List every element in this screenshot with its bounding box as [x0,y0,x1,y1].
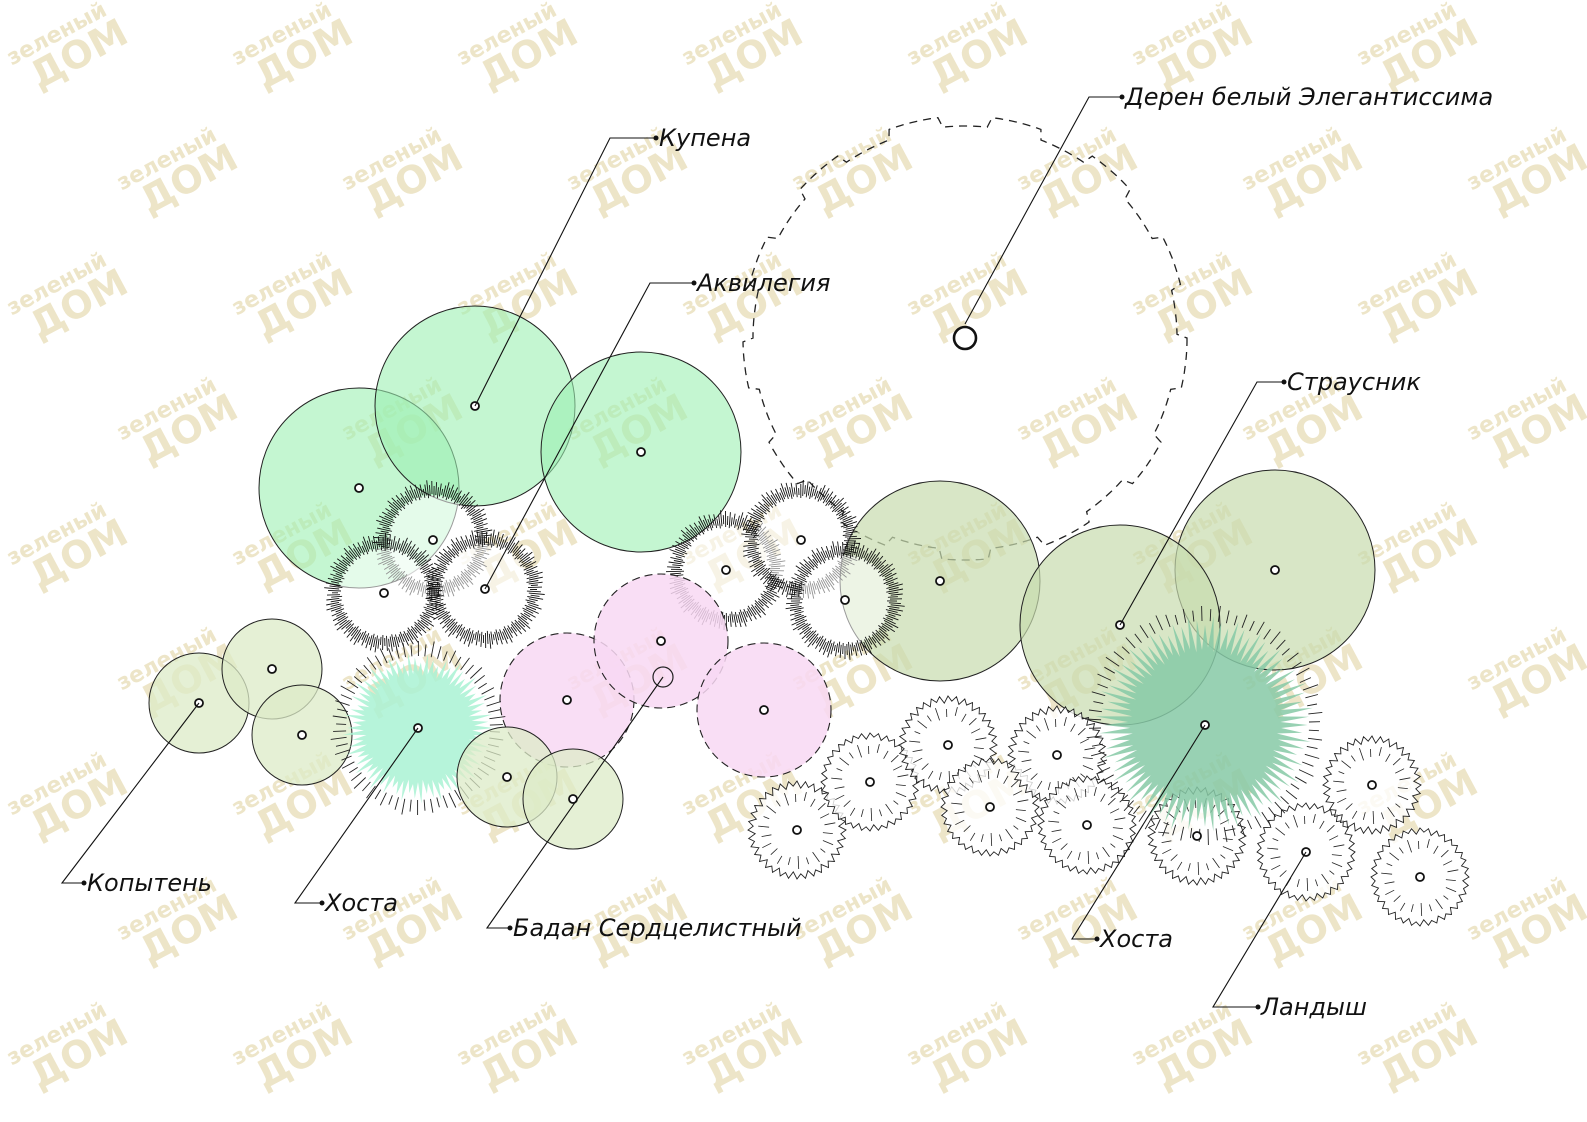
label-akvilegia: Аквилегия [695,269,830,297]
leader-hosta-left [293,727,419,904]
plant-center-dot [1415,872,1425,882]
leader-akvilegia [484,282,694,590]
badan-plants [499,573,832,778]
plant-center-dot [656,636,666,646]
plant-center-dot [1052,750,1062,760]
label-hosta-left: Хоста [323,889,398,917]
deren-center-marker [952,325,978,351]
label-hosta-right: Хоста [1098,925,1173,953]
plant-center-dot [636,447,646,457]
leader-dot [319,900,325,906]
plant-center-dot [1367,780,1377,790]
plant-center-dot [935,576,945,586]
plant-center-dot [379,588,389,598]
leader-dot [507,925,513,931]
plant-center-dot [759,705,769,715]
leader-badan [485,676,664,929]
plant-center-dot [562,695,572,705]
leader-dot [1281,379,1287,385]
plant-center-dot [943,740,953,750]
leader-dot [653,135,659,141]
badan-marker [652,666,674,688]
plant-center-dot [354,483,364,493]
leader-dot [1255,1004,1261,1010]
leader-end-dots [81,94,1287,1010]
label-kupena: Купена [659,124,751,152]
plant-center-dot [796,535,806,545]
plant-center-dot [721,565,731,575]
leader-dot [1119,94,1125,100]
plant-center-dot [865,777,875,787]
plant-center-dot [1270,565,1280,575]
plant-center-dot [502,772,512,782]
leader-kupena [474,137,656,407]
plant-center-dot [840,595,850,605]
plant-center-dot [985,802,995,812]
plant-center-markers [194,401,1425,882]
leader-lines [60,96,1307,1008]
leader-kopyten [60,702,200,884]
label-landysh: Ландыш [1260,993,1367,1021]
leader-dot [81,880,87,886]
kopyten-plants [148,618,353,786]
plant-labels: Дерен белый Элегантиссима Купена Аквилег… [87,83,1493,1021]
plant-center-dot [428,535,438,545]
plant-center-dot [792,825,802,835]
leader-dot [691,280,697,286]
plant-center-dot [267,664,277,674]
plant-center-dot [297,730,307,740]
leader-dot [1094,936,1100,942]
label-kopyten: Копытень [87,869,212,897]
plant-center-dot [1082,820,1092,830]
leader-hosta-right [1071,724,1206,940]
label-badan: Бадан Сердцелистный [513,914,802,942]
plant-center-dot [1192,831,1202,841]
deren-shrub [742,116,1188,561]
deren-outline [742,116,1188,561]
label-deren: Дерен белый Элегантиссима [1124,83,1493,111]
leader-strausnik [1119,381,1284,626]
leader-landysh [1212,851,1307,1008]
leader-deren [964,96,1122,325]
label-strausnik: Страусник [1287,368,1421,396]
